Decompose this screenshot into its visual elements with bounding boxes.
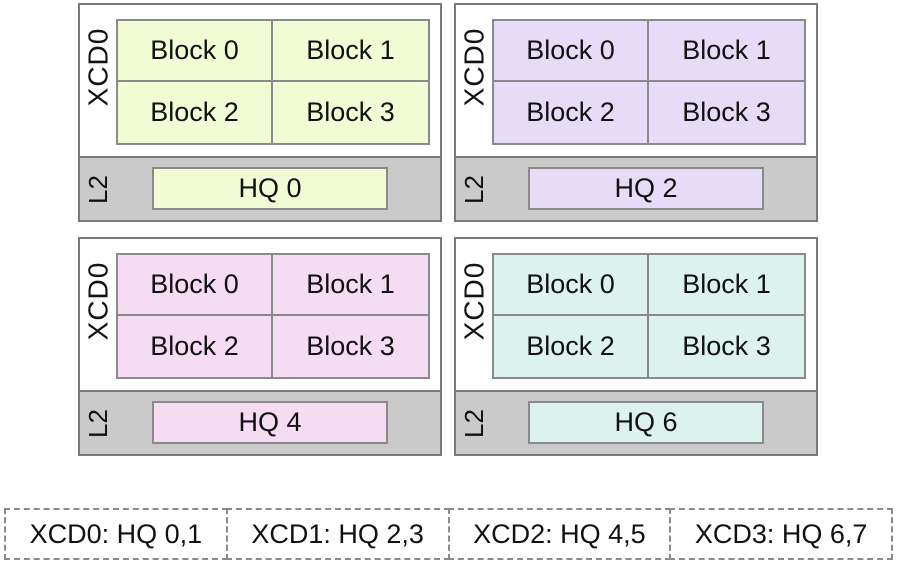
block-grid: Block 0 Block 1 Block 2 Block 3: [116, 19, 430, 145]
block-grid: Block 0 Block 1 Block 2 Block 3: [492, 253, 806, 379]
block-2: Block 2: [494, 82, 649, 143]
block-2: Block 2: [118, 316, 273, 377]
l2-label: L2: [82, 408, 113, 438]
xcd-panel-1: XCD0 Block 0 Block 1 Block 2 Block 3 L2 …: [454, 3, 818, 222]
block-0: Block 0: [494, 21, 649, 82]
block-2: Block 2: [118, 82, 273, 143]
xcd-label: XCD0: [82, 261, 114, 341]
hq-box: HQ 6: [528, 401, 764, 444]
l2-label: L2: [458, 408, 489, 438]
block-3: Block 3: [306, 97, 395, 127]
l2-cache: L2 HQ 6: [456, 390, 816, 454]
xcd-label: XCD0: [458, 261, 490, 341]
block-3: Block 3: [682, 97, 771, 127]
hq-box: HQ 0: [152, 167, 388, 210]
hq-mapping-legend: XCD0: HQ 0,1 XCD1: HQ 2,3 XCD2: HQ 4,5 X…: [4, 508, 893, 560]
block-0: Block 0: [118, 255, 273, 316]
block-grid: Block 0 Block 1 Block 2 Block 3: [116, 253, 430, 379]
l2-cache: L2 HQ 0: [80, 156, 440, 220]
legend-item: XCD0: HQ 0,1: [4, 508, 228, 560]
l2-cache: L2 HQ 4: [80, 390, 440, 454]
hq-box: HQ 4: [152, 401, 388, 444]
block-0: Block 0: [494, 255, 649, 316]
xcd-label: XCD0: [82, 27, 114, 107]
l2-cache: L2 HQ 2: [456, 156, 816, 220]
block-1: Block 1: [273, 21, 428, 82]
block-1: Block 1: [649, 21, 804, 82]
legend-item: XCD3: HQ 6,7: [669, 508, 893, 560]
block-3: Block 3: [306, 331, 395, 361]
legend-item: XCD1: HQ 2,3: [225, 508, 450, 560]
l2-label: L2: [82, 174, 113, 204]
block-0: Block 0: [118, 21, 273, 82]
block-grid: Block 0 Block 1 Block 2 Block 3: [492, 19, 806, 145]
hq-box: HQ 2: [528, 167, 764, 210]
legend-item: XCD2: HQ 4,5: [447, 508, 672, 560]
block-3: Block 3: [682, 331, 771, 361]
block-1: Block 1: [273, 255, 428, 316]
block-1: Block 1: [649, 255, 804, 316]
xcd-label: XCD0: [458, 27, 490, 107]
l2-label: L2: [458, 174, 489, 204]
xcd-panel-3: XCD0 Block 0 Block 1 Block 2 Block 3 L2 …: [454, 237, 818, 456]
block-2: Block 2: [494, 316, 649, 377]
xcd-panel-0: XCD0 Block 0 Block 1 Block 2 Block 3 L2 …: [78, 3, 442, 222]
xcd-panel-2: XCD0 Block 0 Block 1 Block 2 Block 3 L2 …: [78, 237, 442, 456]
